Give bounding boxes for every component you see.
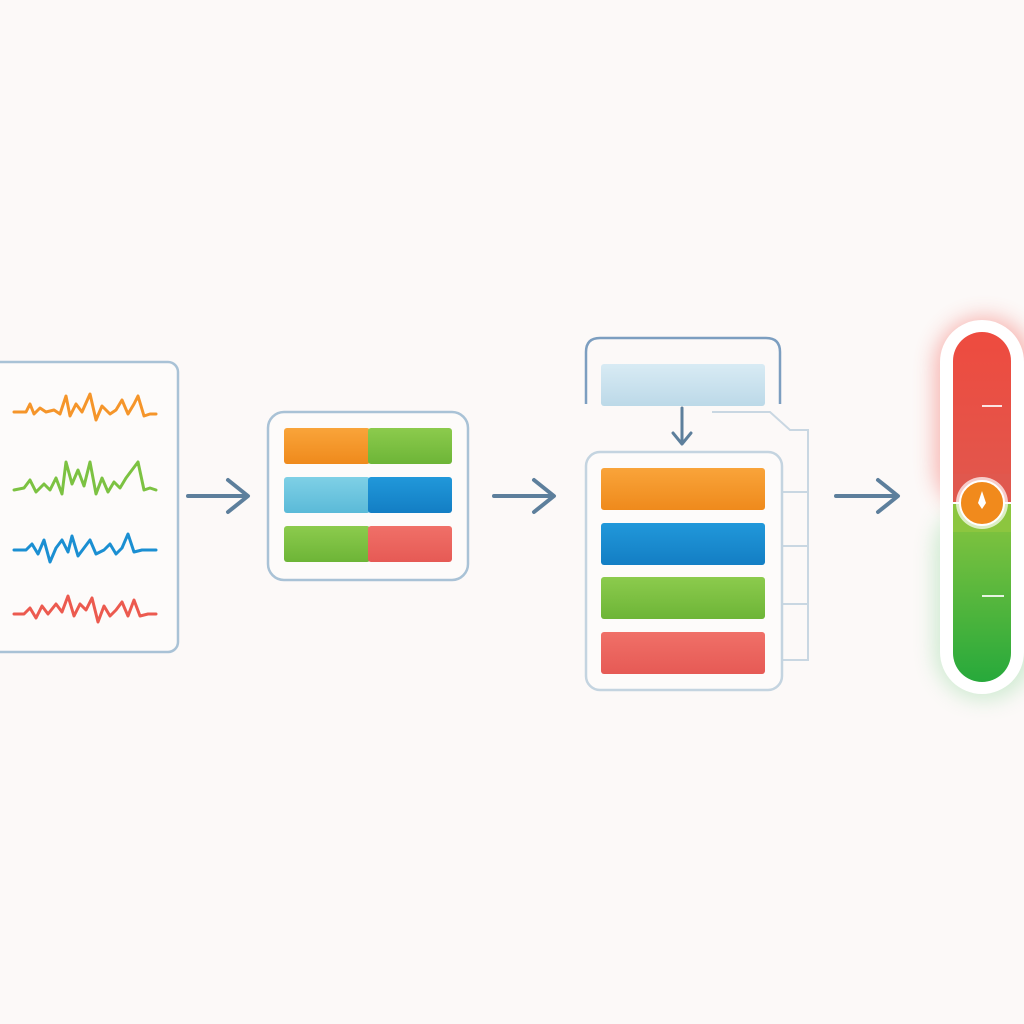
gauge-top-segment <box>953 332 1011 504</box>
stacked-bar <box>601 523 765 565</box>
header-bar <box>601 364 765 406</box>
signal-green <box>12 460 158 496</box>
header-bracket <box>584 336 782 404</box>
paired-bar-row <box>284 526 452 562</box>
stacked-bar <box>601 577 765 619</box>
stacked-bar <box>601 632 765 674</box>
right-arrow-icon <box>834 478 900 514</box>
signal-orange <box>12 392 158 422</box>
paired-bar-row <box>284 477 452 513</box>
stacked-bars-panel <box>584 336 809 692</box>
right-arrow-icon <box>186 478 250 514</box>
paired-bars-panel <box>266 410 470 582</box>
signal-blue <box>12 532 158 564</box>
gauge-indicator-icon <box>956 477 1008 529</box>
signal-red <box>12 594 158 624</box>
gauge <box>934 316 1024 700</box>
paired-bar-row <box>284 428 452 464</box>
gauge-bottom-segment <box>953 502 1011 682</box>
stacked-bar <box>601 468 765 510</box>
right-arrow-icon <box>492 478 556 514</box>
signals-panel <box>0 360 180 654</box>
waveform-signal-icon <box>12 392 158 624</box>
connector-lines <box>712 411 809 661</box>
down-arrow-icon <box>671 406 693 446</box>
